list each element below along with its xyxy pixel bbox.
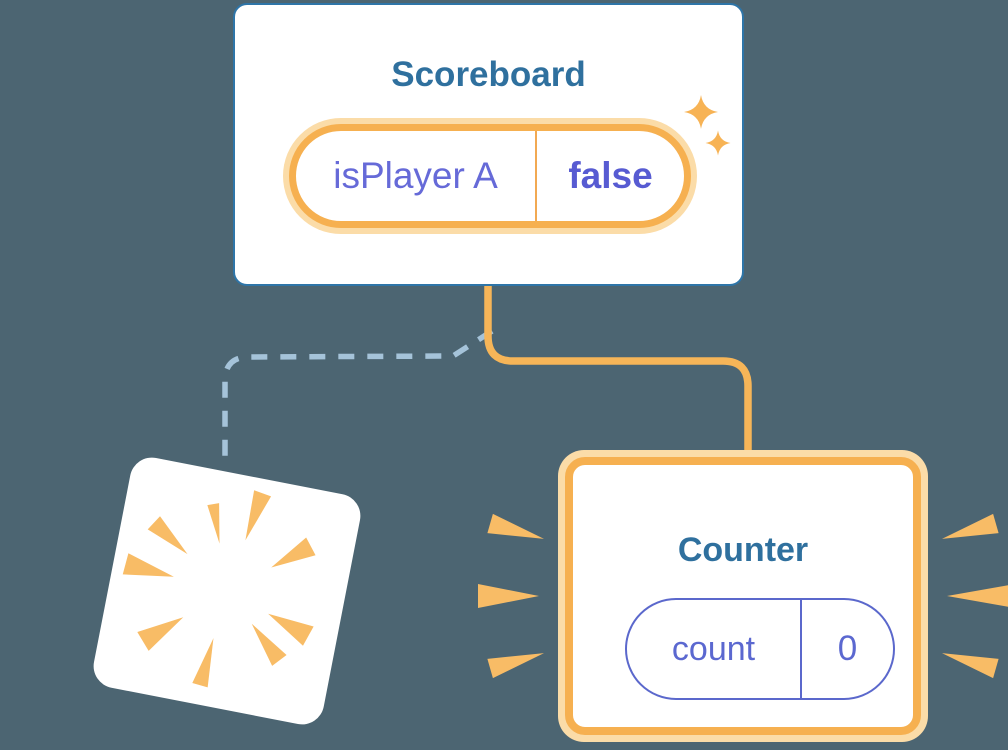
- scoreboard-card: Scoreboard isPlayer A false: [233, 3, 744, 286]
- destroyed-counter-card: [89, 453, 365, 729]
- scoreboard-title: Scoreboard: [391, 55, 586, 94]
- scoreboard-state-pill: isPlayer A false: [289, 124, 691, 228]
- counter-card-glow: Counter count 0: [558, 450, 928, 742]
- state-value: false: [535, 131, 684, 221]
- poof-burst-icon: [122, 490, 316, 688]
- counter-card: Counter count 0: [565, 457, 921, 735]
- count-value: 0: [800, 600, 893, 698]
- state-label: isPlayer A: [333, 155, 498, 196]
- counter-title: Counter: [677, 531, 809, 569]
- count-label: count: [671, 629, 756, 668]
- solid-connector-line: [484, 285, 752, 453]
- dashed-connector-line: [222, 328, 494, 467]
- counter-state-pill: count 0: [625, 598, 895, 700]
